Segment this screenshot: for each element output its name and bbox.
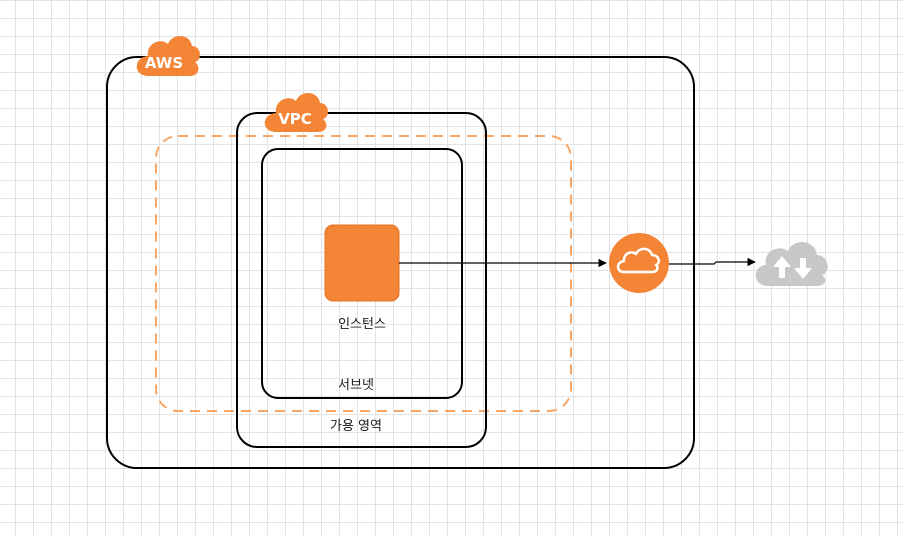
availability-zone-label: 가용 영역	[330, 419, 382, 434]
download-arrow-icon	[794, 258, 812, 279]
aws-cloud-icon	[136, 35, 200, 76]
gateway-to-internet-arrow[interactable]	[669, 257, 756, 267]
internet-gateway-icon	[609, 233, 669, 293]
aws-cloud-container[interactable]	[106, 56, 695, 469]
upload-arrow-icon	[773, 256, 791, 278]
subnet-container[interactable]	[261, 148, 463, 399]
vpc-cloud-badge: VPC	[264, 92, 328, 132]
gateway-cloud-glyph	[616, 247, 661, 274]
ec2-instance-icon	[324, 224, 400, 302]
internet-gateway[interactable]	[609, 233, 669, 293]
ec2-instance[interactable]	[324, 224, 400, 302]
aws-cloud-badge: AWS	[136, 35, 200, 76]
subnet-label: 서브넷	[338, 378, 374, 393]
vpc-container[interactable]	[236, 112, 487, 448]
availability-zone[interactable]	[155, 135, 572, 412]
internet-cloud[interactable]	[755, 242, 828, 286]
aws-badge-label: AWS	[145, 54, 183, 72]
internet-cloud-icon	[755, 242, 828, 286]
vpc-cloud-icon	[264, 92, 328, 132]
vpc-badge-label: VPC	[278, 110, 312, 128]
instance-label: 인스턴스	[338, 317, 386, 332]
